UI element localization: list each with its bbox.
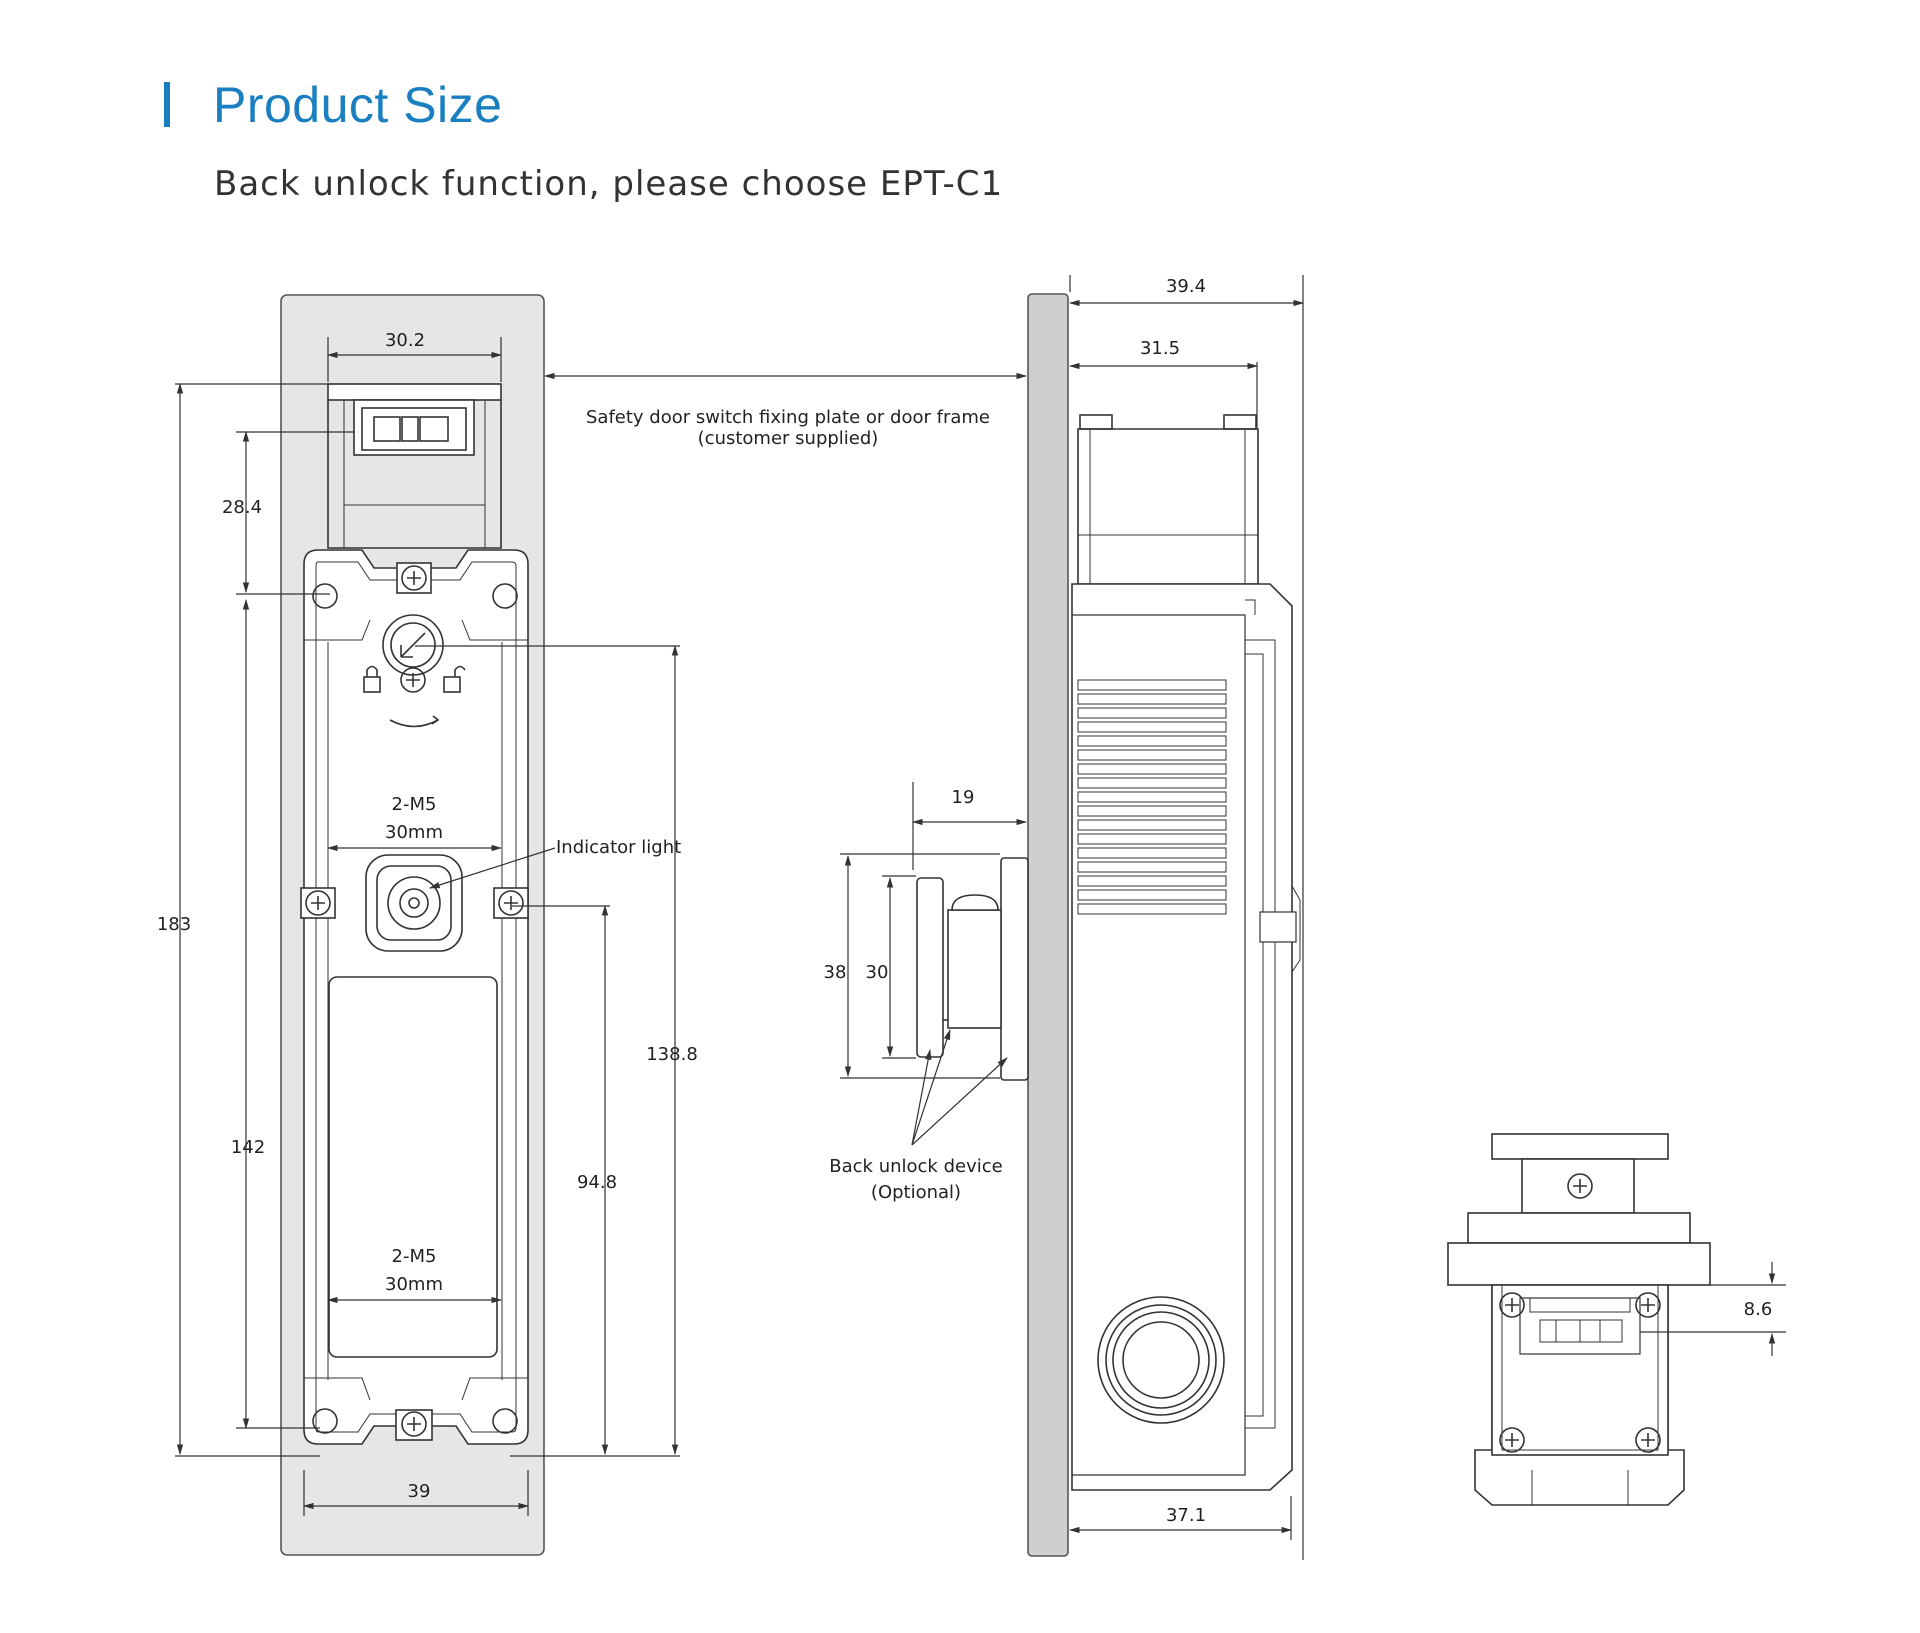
dim-center-to-bottom: 138.8 xyxy=(646,1044,698,1065)
unlock-icon xyxy=(443,665,466,693)
mount-hole xyxy=(312,583,338,609)
side-actuator-head xyxy=(1077,414,1259,585)
dim-device-height-outer: 38 xyxy=(824,962,847,983)
cable-gland xyxy=(1097,1296,1225,1424)
pitch-top-label: 30mm xyxy=(385,822,443,843)
thread-top-label: 2-M5 xyxy=(392,794,437,815)
side-view xyxy=(916,293,1301,1557)
screw-icon xyxy=(396,562,432,594)
side-switch-body xyxy=(1071,583,1301,1491)
screw-icon xyxy=(1567,1173,1593,1199)
screw-icon xyxy=(1635,1292,1661,1318)
dim-bottom-width: 39 xyxy=(408,1481,431,1502)
door-frame-plate xyxy=(1027,293,1069,1557)
switch-body xyxy=(303,549,529,1445)
title-accent-bar xyxy=(164,82,170,127)
plate-note-line2: (customer supplied) xyxy=(698,428,879,449)
device-note-line2: (Optional) xyxy=(871,1182,961,1203)
unlock-knob-icon xyxy=(382,614,444,728)
screw-icon xyxy=(300,887,336,919)
side-dimension-labels: 39.4 31.5 37.1 19 38 30 Safety door swit… xyxy=(586,276,1206,1526)
dim-top-offset: 8.6 xyxy=(1744,1299,1773,1320)
indicator-light xyxy=(365,854,463,952)
mount-hole xyxy=(312,1408,338,1434)
actuator-head xyxy=(327,383,502,549)
vent-fins xyxy=(1077,679,1227,915)
lock-icon xyxy=(363,665,381,693)
screw-icon xyxy=(1499,1427,1525,1453)
screw-icon xyxy=(1499,1292,1525,1318)
front-dimension-labels: 30.2 28.4 183 142 138.8 94.8 39 2-M5 30m… xyxy=(157,330,698,1502)
dim-top-width: 30.2 xyxy=(385,330,425,351)
dim-light-to-bottom: 94.8 xyxy=(577,1172,617,1193)
top-dimensions xyxy=(1640,1262,1786,1356)
front-dimensions xyxy=(175,337,680,1516)
dim-slot-height: 28.4 xyxy=(222,497,262,518)
side-dimensions xyxy=(543,275,1305,1560)
label-area xyxy=(328,976,498,1358)
screw-icon xyxy=(493,887,529,919)
page-subtitle: Back unlock function, please choose EPT-… xyxy=(214,164,1004,204)
thread-bottom-label: 2-M5 xyxy=(392,1246,437,1267)
top-view xyxy=(1447,1133,1711,1506)
device-note-line1: Back unlock device xyxy=(829,1156,1002,1177)
dim-mount-spacing: 142 xyxy=(231,1137,265,1158)
dim-total-depth: 39.4 xyxy=(1166,276,1206,297)
indicator-light-label: Indicator light xyxy=(556,837,681,858)
plate-note-line1: Safety door switch fixing plate or door … xyxy=(586,407,990,428)
page-title: Product Size xyxy=(213,77,503,133)
screw-icon xyxy=(395,1409,433,1441)
pitch-bottom-label: 30mm xyxy=(385,1274,443,1295)
dim-head-depth: 31.5 xyxy=(1140,338,1180,359)
dim-body-depth: 37.1 xyxy=(1166,1505,1206,1526)
dim-device-height-inner: 30 xyxy=(866,962,889,983)
mount-hole xyxy=(492,583,518,609)
dim-device-offset: 19 xyxy=(952,787,975,808)
front-view xyxy=(280,294,545,1556)
back-unlock-device xyxy=(916,857,1029,1081)
screw-icon xyxy=(1635,1427,1661,1453)
dim-overall-height: 183 xyxy=(157,914,191,935)
mount-hole xyxy=(492,1408,518,1434)
